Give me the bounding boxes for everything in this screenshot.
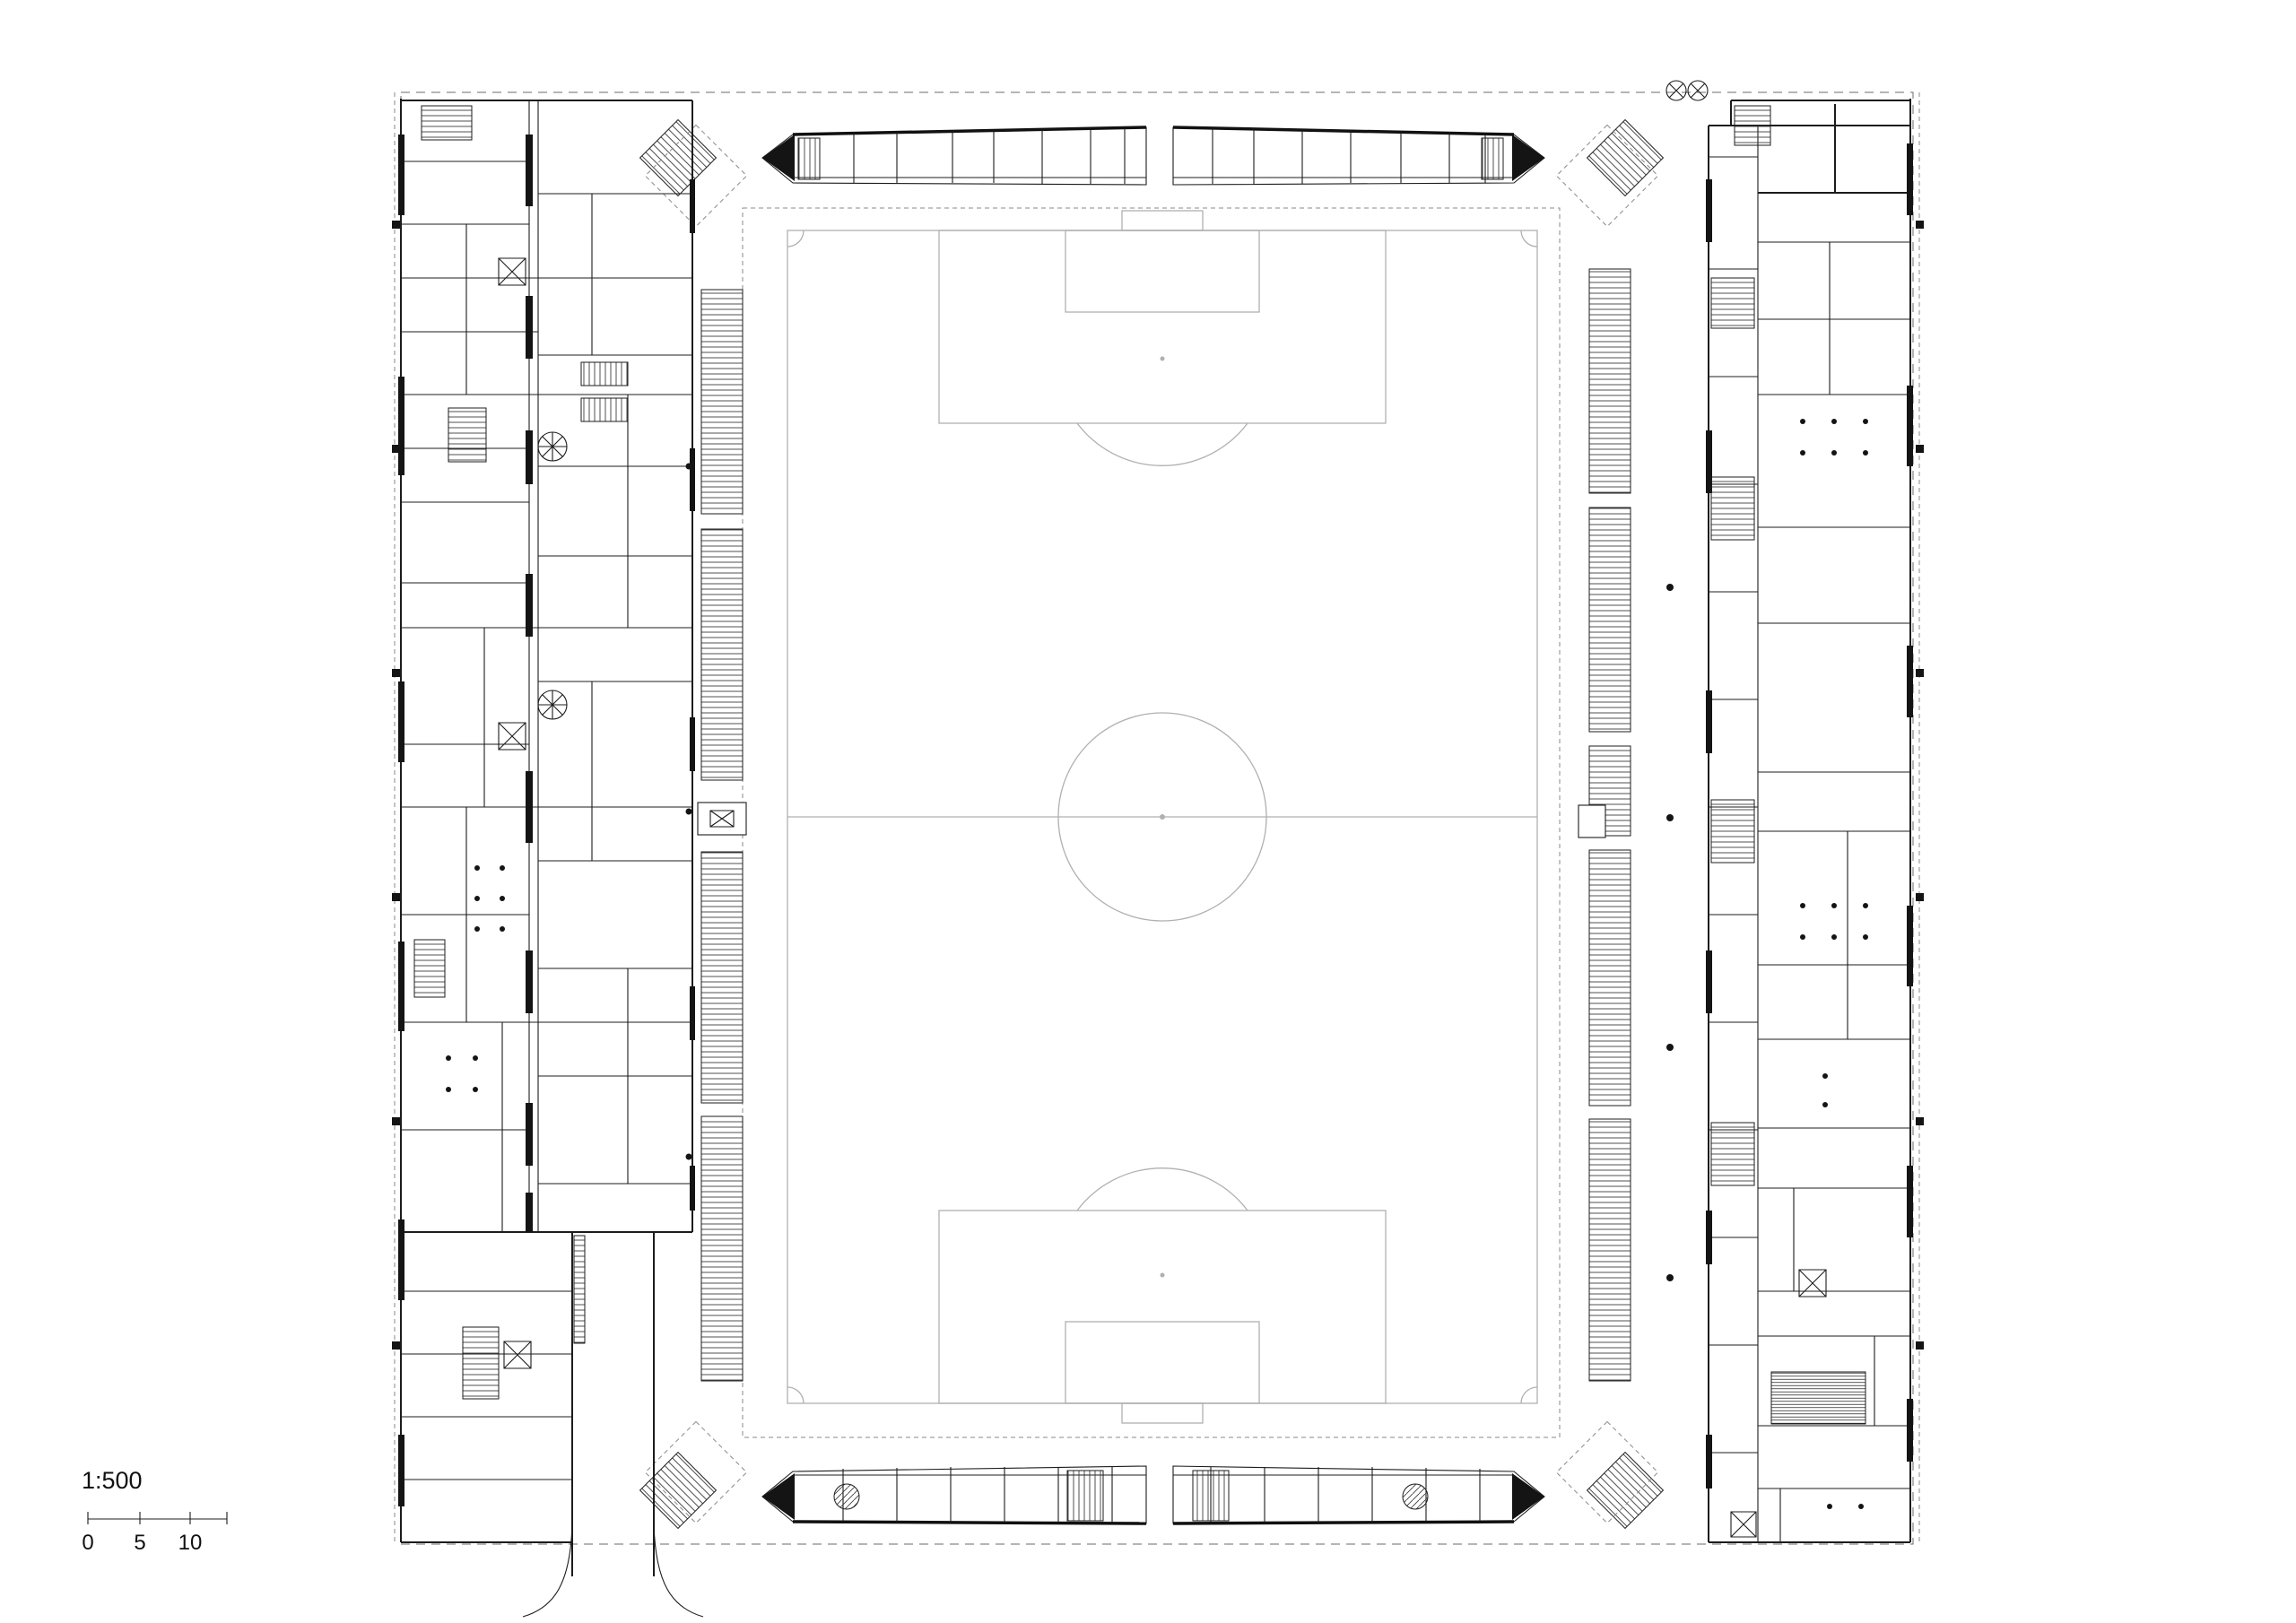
football-pitch [787, 210, 1538, 1424]
west-wing-partitions-v [465, 100, 629, 1232]
east-wing-walls [1708, 99, 1911, 1543]
east-wing-partitions-v [1779, 242, 1875, 1542]
survey-markers [1665, 80, 1709, 101]
stand-west [697, 289, 747, 1382]
center-circle [1057, 712, 1267, 922]
survey-marker-icon [1665, 80, 1687, 101]
west-wing [398, 99, 704, 1618]
stand-east-center-landing [1578, 804, 1606, 838]
ramp-stair-strip [573, 1235, 586, 1344]
shaft-x-boxes-east [1730, 1269, 1827, 1538]
column-dots-east [1666, 419, 1868, 1509]
stand-edge-dashed-line [742, 207, 1561, 1438]
penalty-arc-south [1076, 1167, 1248, 1211]
penalty-spot-north [1160, 356, 1165, 361]
center-spot [1160, 814, 1165, 820]
stand-east [1578, 268, 1631, 1382]
goal-area-south [1065, 1321, 1260, 1404]
goal-area-north [1065, 230, 1260, 313]
penalty-arc-north [1076, 422, 1248, 466]
shelving-block [1770, 1371, 1866, 1425]
west-wing-wall-poche [398, 135, 695, 1506]
stair-west-top [421, 105, 473, 141]
scale-tick-0: 0 [82, 1531, 93, 1555]
corner-arcs [787, 230, 1538, 1404]
scale-tick-10: 10 [178, 1531, 203, 1555]
facade-column-marks-east [1916, 221, 1924, 1350]
north-east-tip [1512, 135, 1544, 181]
scale-bar: 1:500 0 5 10 [82, 1467, 228, 1555]
scale-label: 1:500 [82, 1467, 143, 1494]
survey-marker-icon [1687, 80, 1709, 101]
facade-column-marks-west [392, 221, 400, 1350]
penalty-area-north [938, 230, 1387, 424]
spiral-stair-south-east [1402, 1483, 1429, 1510]
south-east-tip [1512, 1473, 1544, 1520]
scale-bar-ruler [87, 1512, 228, 1524]
scale-tick-5: 5 [134, 1531, 145, 1555]
penalty-spot-south [1160, 1272, 1165, 1278]
column-dots-west [446, 463, 692, 1160]
spiral-stair-south-west [833, 1483, 860, 1510]
corner-stairs [639, 118, 1665, 1530]
south-building [761, 1465, 1545, 1525]
ramp-flare-curves [522, 1523, 704, 1618]
shaft-x-boxes-west [498, 257, 532, 1369]
east-wing [1666, 99, 1913, 1543]
goal-south [1121, 1402, 1204, 1424]
penalty-area-south [938, 1210, 1387, 1404]
west-wing-partitions-h [401, 161, 692, 1480]
west-wing-walls [400, 99, 693, 1576]
site-boundary [392, 91, 1924, 1545]
north-building [761, 126, 1545, 186]
goal-north [1121, 210, 1204, 231]
south-west-tip [762, 1473, 795, 1520]
north-west-tip [762, 135, 795, 181]
